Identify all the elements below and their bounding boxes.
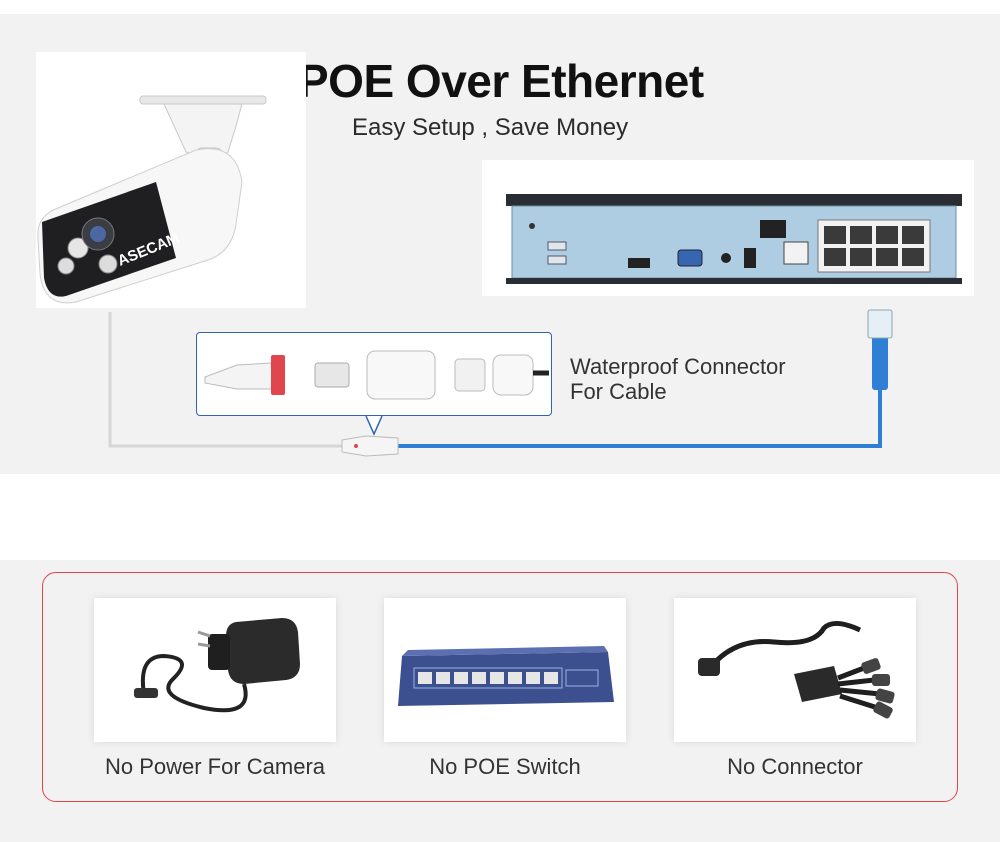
callout-line-2: For Cable bbox=[570, 379, 667, 404]
not-required-frame bbox=[42, 572, 958, 802]
cable-diagram bbox=[108, 309, 893, 457]
power-adapter-icon bbox=[134, 618, 300, 713]
camera-card: ASECAM bbox=[36, 52, 306, 308]
item-label-switch: No POE Switch bbox=[429, 754, 581, 779]
connector-callout bbox=[196, 332, 552, 416]
nvr-recorder-icon bbox=[506, 194, 962, 284]
splitter-cable-icon bbox=[698, 621, 895, 719]
item-label-power: No Power For Camera bbox=[104, 754, 326, 779]
bullet-camera-icon: ASECAM bbox=[37, 95, 267, 304]
item-label-connector: No Connector bbox=[727, 754, 863, 779]
callout-text: Waterproof Connector For Cable bbox=[570, 354, 810, 404]
nvr-card bbox=[482, 160, 974, 296]
item-card-connector bbox=[674, 598, 916, 742]
camera-cable bbox=[108, 312, 342, 448]
poe-switch-icon bbox=[398, 646, 614, 706]
connector-plug-icon bbox=[341, 435, 399, 457]
page-title: POE Over Ethernet bbox=[298, 55, 704, 107]
rj45-boot-icon bbox=[872, 336, 888, 390]
item-card-power bbox=[94, 598, 336, 742]
waterproof-connector-icon bbox=[204, 350, 549, 400]
item-card-switch bbox=[384, 598, 626, 742]
page-subtitle: Easy Setup , Save Money bbox=[352, 114, 629, 141]
rj45-plug-icon bbox=[867, 309, 893, 339]
ethernet-cable bbox=[396, 388, 882, 448]
callout-line-1: Waterproof Connector bbox=[570, 354, 786, 379]
